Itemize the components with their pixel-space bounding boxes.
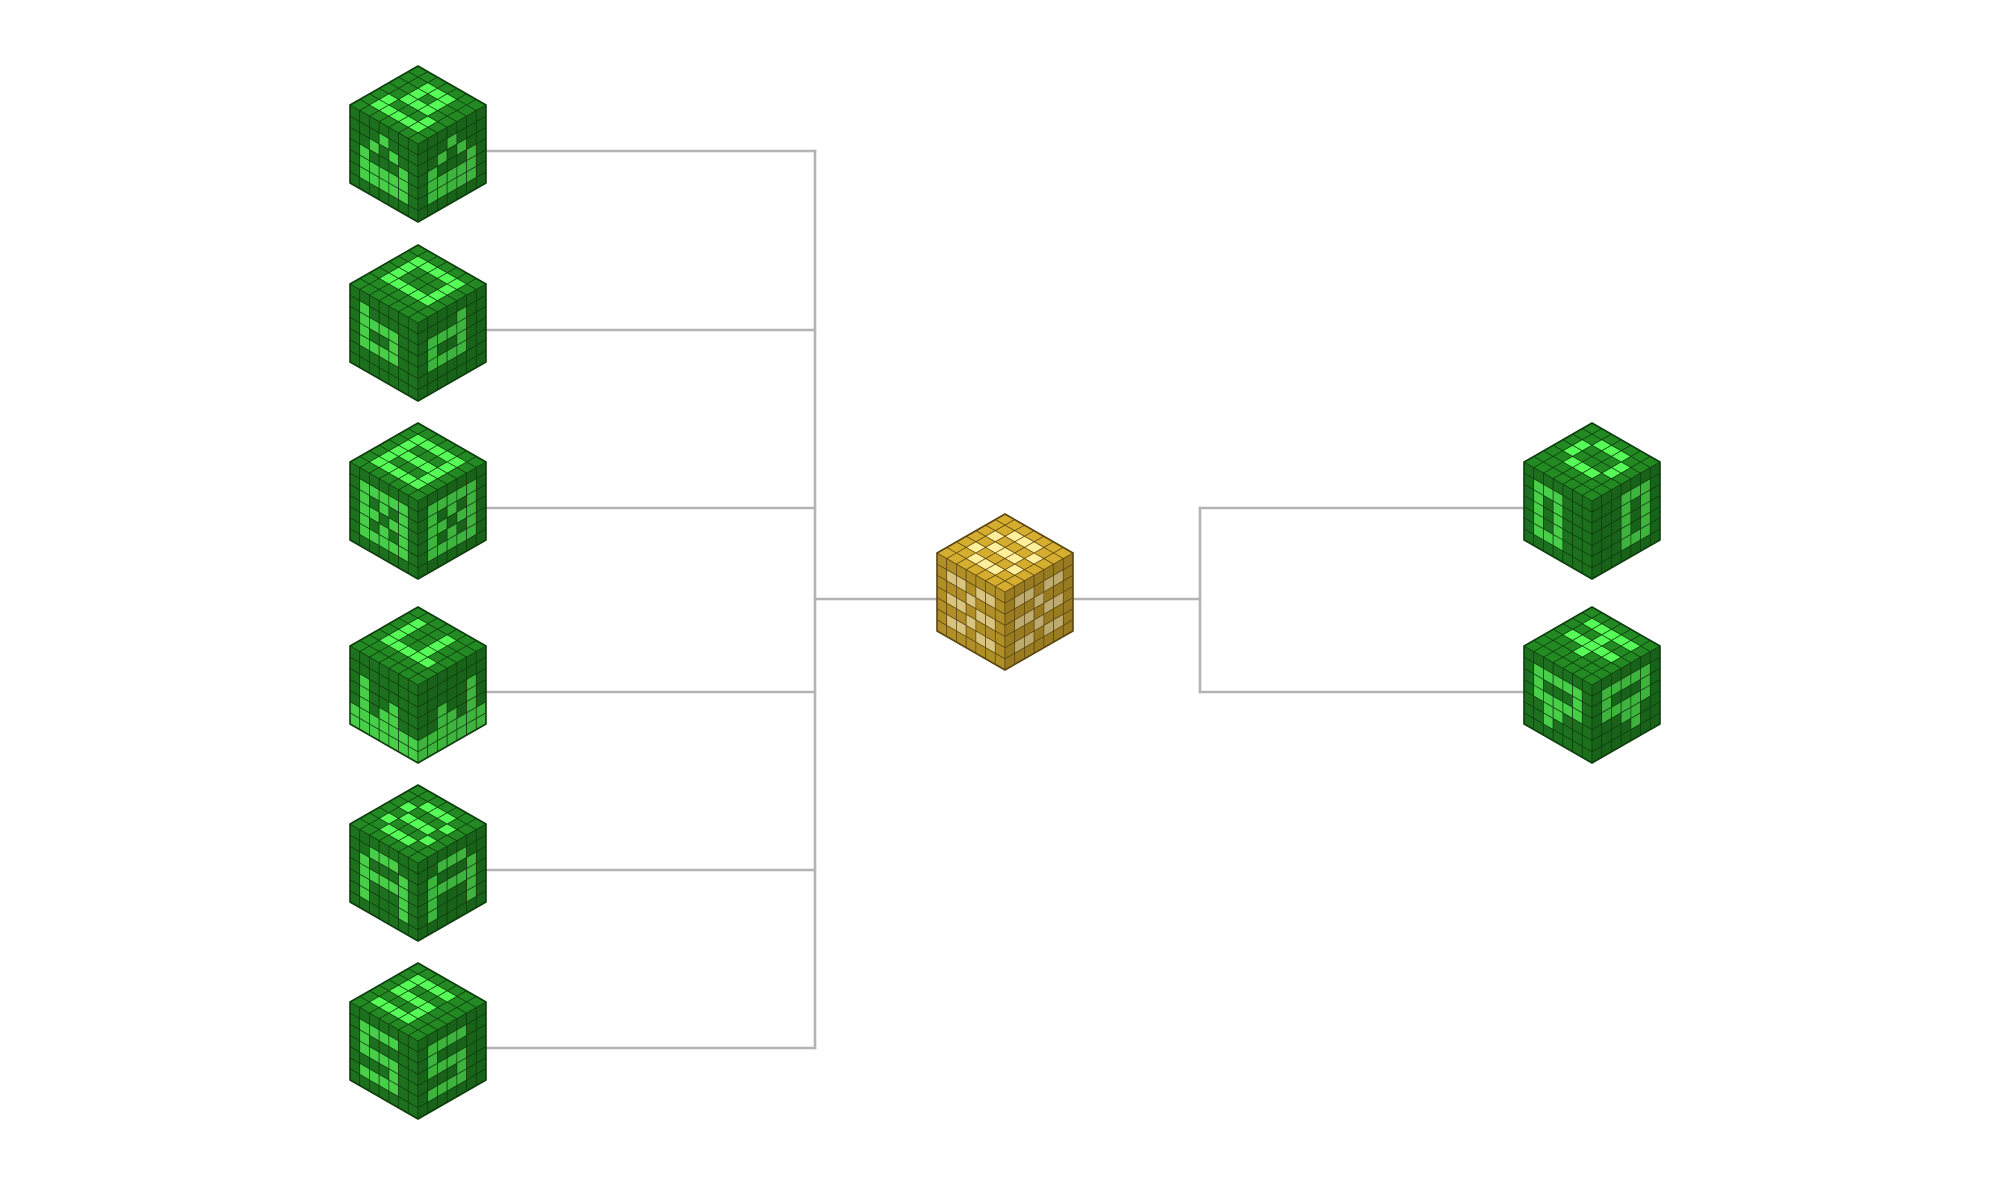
- cube-left-face: [936, 552, 1006, 671]
- cube-left-face: [1523, 461, 1593, 580]
- cube-top-face: [349, 962, 487, 1042]
- center-cube: [936, 513, 1074, 671]
- cube-left-face: [1523, 645, 1593, 764]
- cube-right-face: [417, 104, 487, 223]
- cube-outline: [349, 244, 487, 402]
- cube-right-face: [1591, 645, 1661, 764]
- left-cube-4: [349, 606, 487, 764]
- cube-outline: [1523, 606, 1661, 764]
- cube-outline: [1523, 422, 1661, 580]
- cube-top-face: [349, 244, 487, 324]
- connector-lines: [484, 149, 1526, 1050]
- cube-right-face: [1004, 552, 1074, 671]
- cube-right-face: [417, 283, 487, 402]
- cube-outline: [936, 513, 1074, 671]
- cube-right-face: [1591, 461, 1661, 580]
- cube-right-face: [417, 645, 487, 764]
- cube-outline: [349, 422, 487, 580]
- left-cube-6: [349, 962, 487, 1120]
- left-cube-5: [349, 784, 487, 942]
- right-cube-2: [1523, 606, 1661, 764]
- left-cube-1: [349, 65, 487, 223]
- cube-outline: [349, 962, 487, 1120]
- cube-outline: [349, 65, 487, 223]
- cube-left-face: [349, 283, 419, 402]
- cube-right-face: [417, 823, 487, 942]
- cube-nodes: [349, 65, 1661, 1120]
- left-cube-3: [349, 422, 487, 580]
- cube-left-face: [349, 645, 419, 764]
- cube-right-face: [417, 461, 487, 580]
- left-cube-2: [349, 244, 487, 402]
- right-cube-1: [1523, 422, 1661, 580]
- cube-outline: [349, 784, 487, 942]
- cube-outline: [349, 606, 487, 764]
